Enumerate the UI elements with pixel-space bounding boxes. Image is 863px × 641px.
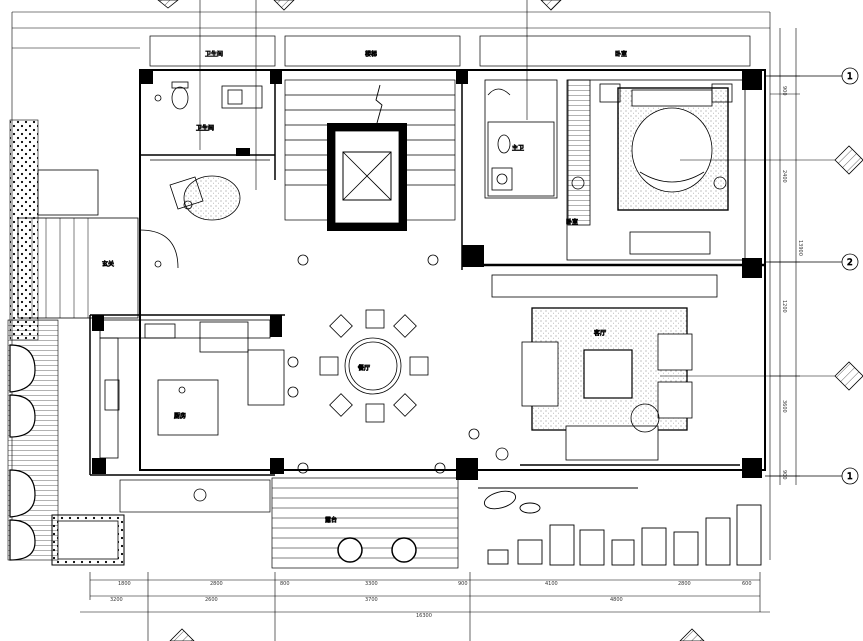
label-dining: 餐厅 — [358, 364, 370, 372]
label-bathroom: 卫生间 — [196, 124, 214, 132]
section-markers-bottom — [169, 628, 705, 641]
dim-bottom-7: 2800 — [678, 581, 691, 587]
bathroom: 卫生间 — [154, 81, 263, 132]
top-balcony: 卫生间 楼梯 卧室 — [149, 35, 751, 67]
left-exterior — [7, 119, 139, 566]
dim-right-3: 1200 — [781, 300, 787, 313]
top-label-middle: 楼梯 — [365, 50, 377, 58]
top-label-right: 卧室 — [615, 50, 627, 58]
axis-marker-1: 1 — [847, 72, 853, 82]
label-entry: 玄关 — [102, 260, 114, 268]
dim-bottom-11: 3700 — [365, 597, 378, 603]
dim-bottom-10: 2600 — [205, 597, 218, 603]
dining-table: 餐厅 — [319, 309, 429, 423]
dim-right-overall: 13900 — [797, 240, 803, 256]
light-fixtures — [193, 176, 727, 502]
top-label-left: 卫生间 — [205, 50, 223, 58]
section-markers-right — [834, 145, 863, 391]
dimension-text-bottom: 1800 2800 800 3300 900 4100 2800 600 320… — [110, 581, 752, 619]
dim-bottom-9: 3200 — [110, 597, 123, 603]
dim-bottom-overall: 16300 — [416, 613, 432, 619]
dim-right-2: 2400 — [781, 170, 787, 183]
label-bedroom: 卧室 — [566, 218, 578, 226]
dim-bottom-6: 4100 — [545, 581, 558, 587]
entry: 玄关 — [102, 229, 179, 268]
master-bath: 主卫 — [484, 79, 558, 199]
wall-columns — [92, 70, 762, 480]
dim-bottom-12: 4800 — [610, 597, 623, 603]
kitchen: 厨房 — [99, 319, 285, 459]
walls — [89, 69, 766, 476]
dimension-lines-right — [770, 28, 800, 485]
axis-marker-3: 1 — [847, 472, 853, 482]
terrace: 露台 — [119, 477, 459, 569]
steps-right — [478, 487, 762, 566]
dim-bottom-8: 600 — [742, 581, 752, 587]
dimension-lines-bottom — [80, 572, 770, 641]
stairs — [284, 79, 456, 221]
dim-right-5: 900 — [781, 470, 787, 480]
dimension-text-right: 900 2400 1200 3600 900 13900 — [781, 86, 803, 480]
bedroom: 卧室 — [566, 79, 746, 261]
label-living: 客厅 — [594, 329, 606, 337]
section-markers-top — [157, 0, 562, 190]
label-kitchen: 厨房 — [174, 412, 186, 420]
axis-markers: 1 2 1 — [765, 67, 859, 485]
elevator — [327, 123, 407, 231]
axis-marker-2: 2 — [847, 258, 853, 268]
living-room: 客厅 — [491, 274, 740, 466]
dim-bottom-2: 2800 — [210, 581, 223, 587]
label-terrace: 露台 — [325, 516, 337, 524]
dim-right-4: 3600 — [781, 400, 787, 413]
dim-bottom-3: 800 — [280, 581, 290, 587]
label-master-bath: 主卫 — [512, 144, 524, 152]
dim-right-1: 900 — [781, 86, 787, 96]
lounge-area — [150, 159, 270, 221]
dim-bottom-5: 900 — [458, 581, 468, 587]
dim-bottom-1: 1800 — [118, 581, 131, 587]
dim-bottom-4: 3300 — [365, 581, 378, 587]
